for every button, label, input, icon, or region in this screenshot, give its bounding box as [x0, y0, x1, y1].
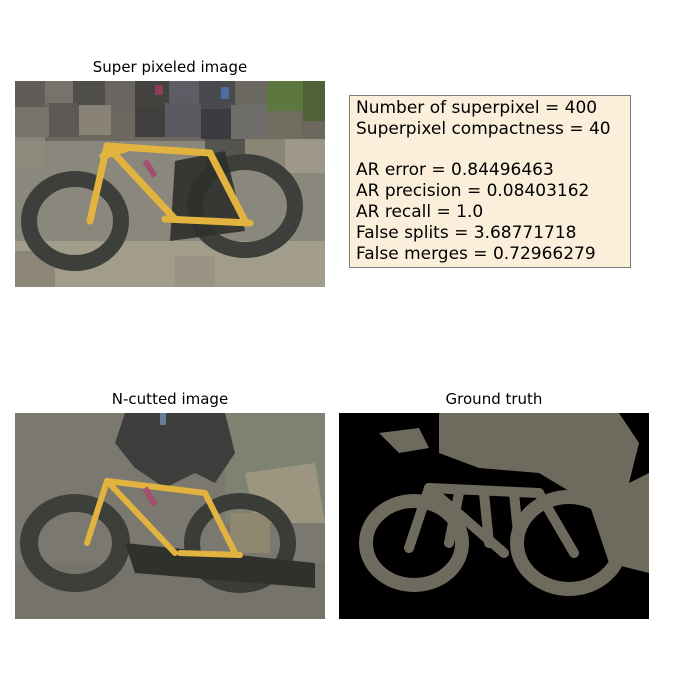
ncut-image-title: N-cutted image — [111, 390, 229, 408]
false-merges-text: False merges = 0.72966279 — [356, 243, 596, 264]
num-superpixel-text: Number of superpixel = 400 — [356, 98, 598, 118]
false-splits-text: False splits = 3.68771718 — [356, 222, 577, 243]
blank-line — [356, 140, 624, 161]
compactness-text: Superpixel compactness = 40 — [356, 118, 611, 139]
superpixel-image — [15, 81, 325, 287]
ar-precision-text: AR precision = 0.08403162 — [356, 181, 590, 202]
ar-recall-text: AR recall = 1.0 — [356, 201, 484, 222]
ground-truth-image — [339, 413, 649, 619]
ncut-image — [15, 413, 325, 619]
ar-error-text: AR error = 0.84496463 — [356, 160, 554, 181]
ground-truth-title: Ground truth — [445, 390, 543, 408]
superpixel-image-title: Super pixeled image — [92, 58, 248, 76]
metrics-legend-box: Number of superpixel = 400 Superpixel co… — [349, 95, 631, 268]
